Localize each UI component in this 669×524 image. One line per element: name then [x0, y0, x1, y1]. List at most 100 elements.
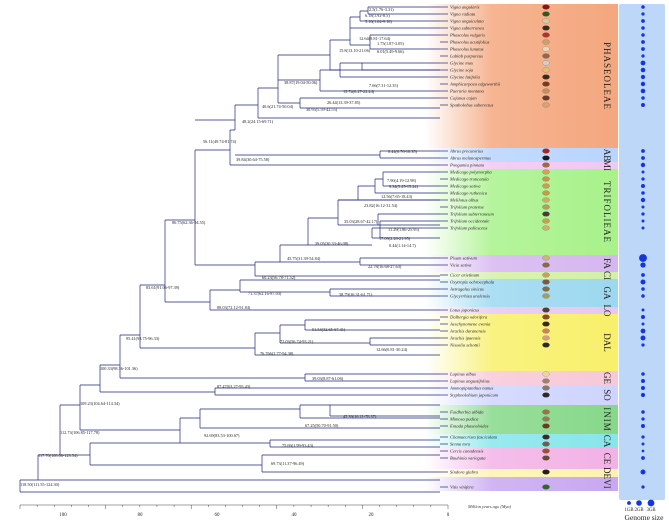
seed-image — [542, 53, 550, 59]
clade-band-phaseoleae — [425, 4, 618, 148]
species-name: Vigna subterranea — [450, 26, 485, 31]
species-name: Oxytropis ochrocephala — [450, 280, 495, 285]
scale-label: 3GB — [646, 508, 655, 513]
node-age-label: 2.5(1.76-3.31) — [369, 7, 394, 12]
species-name: Chamaecrista fasciculata — [450, 435, 498, 440]
seed-image — [542, 279, 550, 285]
seed-icons — [542, 4, 550, 490]
seed-image — [542, 321, 550, 327]
node-age-label: 112.73(106.85-117.78) — [60, 430, 100, 435]
genome-size-dot — [640, 74, 646, 80]
node-age-label: 56.11(49.74-81.74) — [203, 139, 237, 144]
node-age-label: 39.05(30.33-46.08) — [315, 241, 349, 246]
seed-image — [542, 484, 550, 490]
genome-size-dot — [641, 103, 645, 107]
node-age-label: 7.66(7.31-12.35) — [369, 83, 399, 88]
seed-image — [542, 74, 550, 80]
axis-tick-label: 80 — [138, 513, 144, 518]
clade-label: GE — [602, 372, 612, 384]
seed-image — [542, 60, 550, 66]
node-age-label: 67.25(50.70-91.50) — [305, 423, 339, 428]
clade-band-lo — [425, 307, 618, 314]
seed-image — [542, 409, 550, 415]
scale-label: 2GB — [634, 508, 643, 513]
species-name: Abrus precatorius — [449, 149, 483, 154]
seed-image — [542, 328, 550, 334]
genome-size-dot — [641, 149, 645, 153]
node-age-label: 75.69(1.99-93.43) — [282, 443, 314, 448]
clade-band-ca — [425, 434, 618, 448]
genome-size-dot — [640, 60, 646, 66]
seed-image — [542, 314, 550, 320]
genome-size-dot — [641, 315, 645, 319]
clade-band-fa — [425, 255, 618, 272]
seed-image — [542, 218, 550, 224]
node-age-label: 45.75(31.39-54.84) — [287, 256, 321, 261]
seed-image — [542, 176, 550, 182]
genome-size-dot — [641, 379, 645, 383]
branch — [80, 365, 440, 396]
node-age-label: 22.78(16.68-27.63) — [368, 264, 402, 269]
species-name: Lablab purpureus — [449, 54, 483, 59]
genome-size-dot — [641, 273, 645, 277]
species-name: Phaseolus acutifolius — [449, 40, 490, 45]
genome-size-dot — [641, 343, 645, 347]
node-age-label: 76.766(2.77-94.38) — [260, 351, 294, 356]
seed-image — [542, 102, 550, 108]
species-name: Lotus japonicus — [449, 308, 479, 313]
seed-image — [542, 11, 550, 17]
node-age-label: 38.87(19.04-50.06) — [284, 80, 318, 85]
species-name: Trifolium pratense — [450, 205, 484, 210]
genome-size-dot — [641, 40, 645, 44]
species-name: Cercis canadensis — [450, 449, 484, 454]
node-age-label: 117.70(108.06-123.54) — [38, 453, 78, 458]
genome-size-dot — [641, 205, 645, 209]
node-age-label: 60.23(56.78-71.52) — [262, 275, 296, 280]
node-age-label: 11.29(1.86-25.95) — [388, 227, 420, 232]
seed-image — [542, 455, 550, 461]
seed-image — [542, 441, 550, 447]
branch — [100, 335, 440, 382]
node-age-label: 30.95(5.59-42.55) — [306, 107, 338, 112]
node-age-label: 15.74(6.27-22.24) — [343, 89, 375, 94]
species-name: Nissolia schottii — [449, 343, 480, 348]
node-age-label: 71.37(62.16-87.03) — [248, 291, 282, 296]
clade-label: CA — [602, 435, 612, 448]
species-name: Trifolium occidentale — [450, 219, 489, 224]
node-age-label: 7.90(4.19-12.98) — [387, 178, 417, 183]
genome-size-dot — [641, 156, 645, 160]
species-name: Pueraria montana — [449, 89, 485, 94]
species-name: Sindora glabra — [450, 470, 479, 475]
clade-label: CI — [602, 271, 612, 280]
seed-image — [542, 307, 550, 313]
seed-image — [542, 225, 550, 231]
seed-image — [542, 18, 550, 24]
species-name: Abrus melanospermus — [449, 156, 491, 161]
species-name: Senna tora — [450, 442, 471, 447]
species-name: Faidherbia albida — [449, 410, 484, 415]
species-name: Pongamia pinnata — [449, 163, 485, 168]
clade-label: CE — [602, 453, 612, 465]
tree-branches — [19, 6, 448, 493]
seed-image — [542, 67, 550, 73]
node-age-label: 118.50(111.55-124.30) — [20, 482, 60, 487]
seed-image — [542, 169, 550, 175]
clade-label: SO — [602, 389, 612, 401]
branch — [195, 55, 440, 130]
clade-label: DAL — [602, 333, 612, 352]
seed-image — [542, 32, 550, 38]
node-age-label: 39.84(30.64-75.58) — [236, 157, 270, 162]
genome-size-dot — [640, 328, 646, 334]
species-name: Arachis ipaensis — [449, 336, 481, 341]
seed-image — [542, 378, 550, 384]
clade-band-dal — [425, 314, 618, 371]
species-name: Arachis duranensis — [449, 329, 486, 334]
seed-image — [542, 183, 550, 189]
genome-size-dot — [641, 12, 645, 16]
species-name: Pisum sativum — [449, 256, 478, 261]
seed-image — [542, 95, 550, 101]
genome-size-dot — [640, 335, 646, 341]
species-name: Bauhinia variegata — [450, 456, 486, 461]
node-age-label: 51.54(32.65-67.41) — [312, 327, 346, 332]
species-name: Vigna angularis — [450, 5, 480, 10]
